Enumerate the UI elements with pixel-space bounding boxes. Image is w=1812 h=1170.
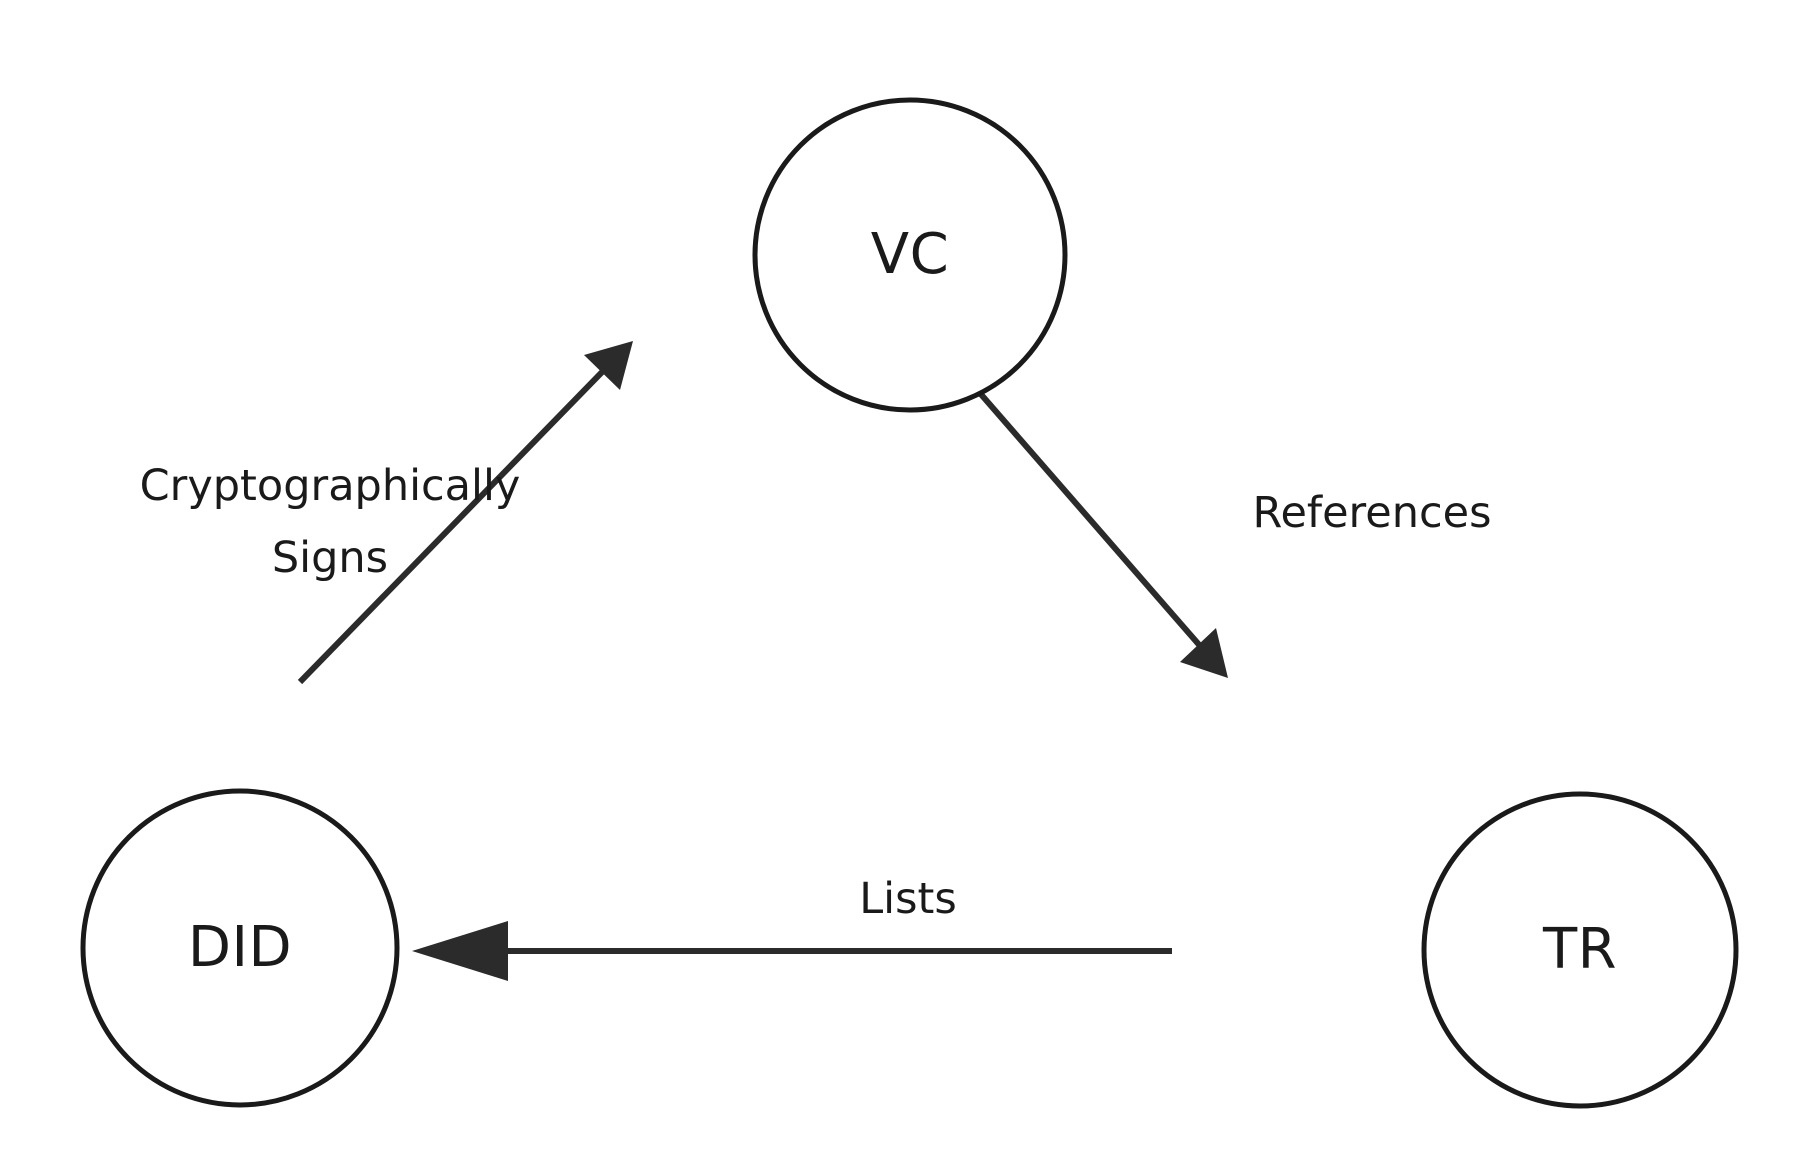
edge-did-to-vc-arrowhead — [584, 341, 633, 390]
node-did-circle[interactable] — [80, 788, 400, 1108]
edge-did-to-vc — [297, 341, 633, 685]
edge-label-cryptographically-signs-line1: Cryptographically — [140, 461, 521, 511]
node-vc-circle[interactable] — [752, 97, 1068, 413]
node-tr-label: TR — [1542, 917, 1617, 982]
edge-tr-to-did-arrowhead — [412, 921, 508, 981]
node-vc[interactable]: VC — [752, 97, 1068, 413]
node-tr-circle[interactable] — [1421, 791, 1739, 1109]
edge-label-cryptographically-signs-line2: Signs — [272, 533, 388, 583]
edge-tr-to-did — [412, 921, 1172, 981]
node-vc-label: VC — [871, 222, 949, 287]
edge-label-references: References — [1253, 488, 1492, 538]
node-tr[interactable]: TR — [1421, 791, 1739, 1109]
node-did[interactable]: DID — [80, 788, 400, 1108]
edge-did-to-vc-line — [297, 365, 609, 685]
edge-label-lists: Lists — [859, 874, 957, 924]
edge-vc-to-tr-arrowhead — [1180, 628, 1228, 678]
node-did-label: DID — [188, 915, 292, 980]
